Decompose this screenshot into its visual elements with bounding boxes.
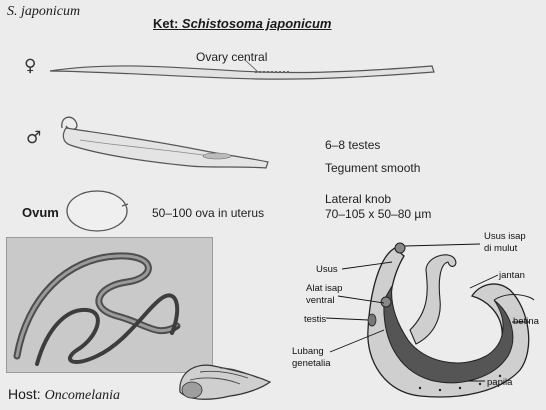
- species-heading: S. japonicum: [7, 4, 81, 19]
- key-prefix: Ket:: [153, 16, 179, 31]
- intestine-label: Usus: [316, 264, 338, 275]
- ovary-central-label: Ovary central: [196, 50, 268, 64]
- host-prefix: Host:: [8, 386, 41, 402]
- ovum-egg: [66, 190, 129, 232]
- female-worm: [49, 58, 435, 80]
- papillae: [418, 374, 502, 392]
- male-worm: [61, 116, 269, 169]
- key-caption: Ket: Schistosoma japonicum: [153, 16, 331, 31]
- female-symbol: ♀: [24, 56, 37, 76]
- key-species: Schistosoma japonicum: [181, 16, 332, 31]
- genital-pore-label: Lubang: [292, 346, 324, 357]
- worm-pair-photo: [6, 237, 213, 373]
- genital-pore-label-2: genetalia: [292, 358, 331, 369]
- ventral-sucker-label: Alat isap: [306, 283, 343, 294]
- lateral-knob-label: Lateral knob: [325, 192, 392, 206]
- tegument-label: Tegument smooth: [325, 161, 421, 175]
- male-symbol: ♂: [26, 128, 42, 148]
- oncomelania-snail-shell: [179, 364, 272, 400]
- label-leader-lines: [325, 243, 530, 382]
- ventral-sucker-label-2: ventral: [306, 295, 335, 306]
- ovum-label: Ovum: [22, 205, 59, 220]
- egg-size-label: 70–105 x 50–80 µm: [325, 207, 432, 221]
- worm-pair-photo-drawing: [7, 238, 212, 372]
- testis-label: testis: [304, 314, 327, 325]
- host-genus: Oncomelania: [44, 388, 121, 403]
- female-label: betina: [513, 316, 539, 327]
- testes-label: 6–8 testes: [325, 138, 381, 152]
- male-label: jantan: [499, 270, 525, 281]
- ova-count-label: 50–100 ova in uterus: [152, 206, 265, 220]
- coupled-pair-drawing: [367, 242, 535, 398]
- oral-sucker-label: Usus isap: [484, 231, 526, 242]
- oral-sucker-label-2: di mulut: [484, 243, 518, 254]
- papilla-label: papila: [487, 377, 513, 388]
- host-line: Host: Oncomelania: [8, 386, 120, 404]
